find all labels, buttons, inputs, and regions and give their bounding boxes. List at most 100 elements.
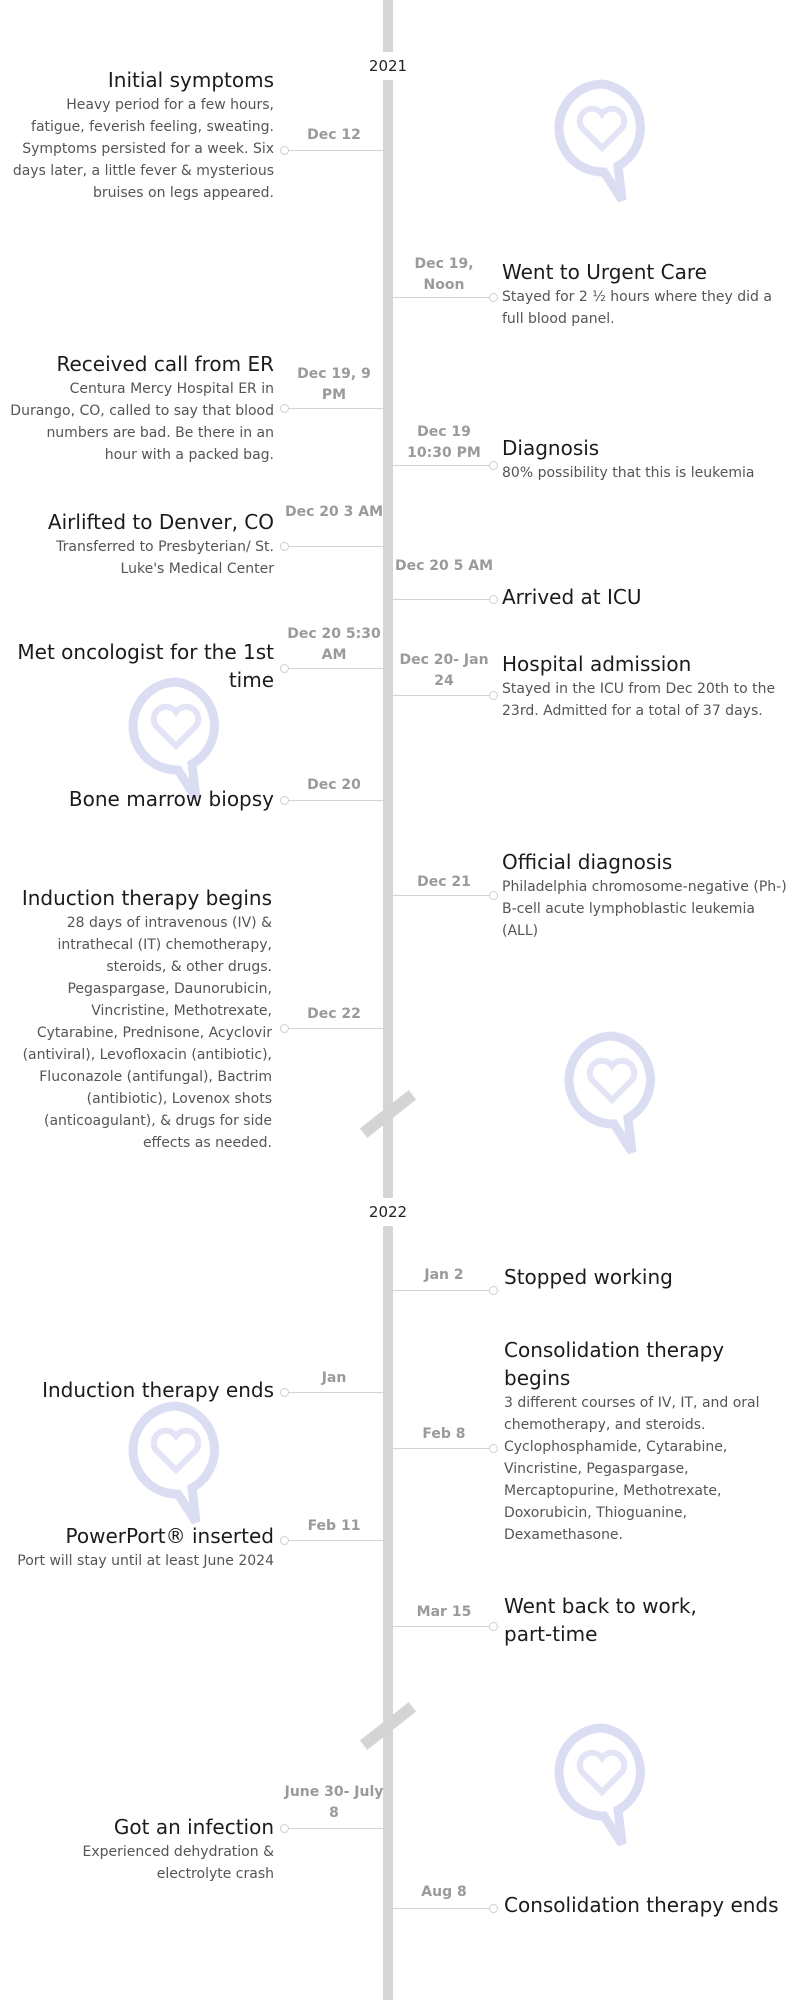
event-title: Induction therapy begins <box>21 886 272 910</box>
event-connector <box>393 1908 493 1909</box>
event-connector <box>284 150 384 151</box>
heart-speech-bubble-icon <box>554 79 645 203</box>
event-date: Mar 15 <box>416 1604 472 1620</box>
year-label-2021: 2021 <box>360 52 416 80</box>
event-dot <box>280 404 289 413</box>
event-title: Went to Urgent Care <box>502 260 707 284</box>
event-dot <box>489 891 498 900</box>
event-dot <box>489 1286 498 1295</box>
event-date: Feb 8 <box>422 1426 466 1442</box>
event-date: Dec 20 5 AM <box>394 558 494 574</box>
event-official-diagnosis: Official diagnosis Philadelphia chromoso… <box>502 848 792 942</box>
event-urgent-care: Went to Urgent Care Stayed for 2 ½ hours… <box>502 258 792 330</box>
event-title: Induction therapy ends <box>42 1378 274 1402</box>
event-dot <box>489 1904 498 1913</box>
heart-speech-bubble-icon <box>128 677 219 801</box>
event-diagnosis: Diagnosis 80% possibility that this is l… <box>502 434 792 484</box>
event-date: Dec 19 10:30 PM <box>407 424 481 461</box>
timeline-axis <box>383 0 393 2000</box>
event-dot <box>280 796 289 805</box>
event-connector <box>284 1540 384 1541</box>
event-date: Dec 20 3 AM <box>284 504 384 520</box>
event-connector <box>393 1290 493 1291</box>
event-connector <box>284 546 384 547</box>
event-connector <box>393 895 493 896</box>
event-description: Experienced dehydration & electrolyte cr… <box>82 1844 274 1882</box>
event-connector <box>393 1448 493 1449</box>
event-dot <box>280 1024 289 1033</box>
event-dot <box>489 1444 498 1453</box>
event-title: Diagnosis <box>502 436 600 460</box>
event-connector <box>284 668 384 669</box>
event-date: June 30- July 8 <box>284 1784 384 1821</box>
event-title: Airlifted to Denver, CO <box>47 510 274 534</box>
event-dot <box>280 1824 289 1833</box>
event-description: 28 days of intravenous (IV) & intratheca… <box>22 915 272 1151</box>
heart-speech-bubble-icon <box>554 1723 645 1847</box>
event-title: Arrived at ICU <box>502 585 642 609</box>
event-call-from-er: Received call from ER Centura Mercy Hosp… <box>10 350 274 466</box>
event-date: Dec 21 <box>417 874 471 890</box>
event-met-oncologist: Met oncologist for the 1st time <box>10 638 274 694</box>
event-induction-ends: Induction therapy ends <box>10 1376 274 1404</box>
event-connector <box>284 1828 384 1829</box>
event-title: PowerPort® inserted <box>65 1524 275 1548</box>
event-connector <box>393 465 493 466</box>
event-date: Dec 20 <box>307 777 361 793</box>
event-consolidation-ends: Consolidation therapy ends <box>504 1891 798 1919</box>
event-title: Official diagnosis <box>502 850 673 874</box>
event-description: 3 different courses of IV, IT, and oral … <box>504 1395 760 1543</box>
event-arrived-icu: Arrived at ICU <box>502 583 792 611</box>
event-dot <box>280 1536 289 1545</box>
event-connector <box>393 1626 493 1627</box>
event-description: Philadelphia chromosome-negative (Ph-) B… <box>502 879 787 939</box>
event-dot <box>280 146 289 155</box>
event-description: Heavy period for a few hours, fatigue, f… <box>12 97 274 201</box>
event-dot <box>280 1388 289 1397</box>
event-description: Stayed in the ICU from Dec 20th to the 2… <box>502 681 776 719</box>
event-airlifted: Airlifted to Denver, CO Transferred to P… <box>10 508 274 580</box>
event-initial-symptoms: Initial symptoms Heavy period for a few … <box>10 66 274 204</box>
heart-speech-bubble-icon <box>128 1401 219 1525</box>
event-title: Received call from ER <box>56 352 274 376</box>
event-title: Met oncologist for the 1st time <box>17 640 274 692</box>
event-date: Dec 20- Jan 24 <box>399 652 489 689</box>
event-stopped-working: Stopped working <box>504 1263 794 1291</box>
event-date: Jan <box>321 1370 347 1386</box>
event-connector <box>393 297 493 298</box>
event-dot <box>280 664 289 673</box>
event-date: Aug 8 <box>421 1884 467 1900</box>
event-title: Hospital admission <box>502 652 692 676</box>
event-date: Jan 2 <box>424 1267 464 1283</box>
event-title: Got an infection <box>113 1815 274 1839</box>
event-title: Consolidation therapy ends <box>504 1893 779 1917</box>
event-description: 80% possibility that this is leukemia <box>502 465 755 481</box>
event-connector <box>284 1028 384 1029</box>
event-dot <box>489 595 498 604</box>
event-connector <box>284 1392 384 1393</box>
event-date: Dec 19, Noon <box>414 256 474 293</box>
event-title: Consolidation therapy begins <box>504 1338 725 1390</box>
event-title: Bone marrow biopsy <box>68 787 274 811</box>
event-date: Dec 19, 9 PM <box>297 366 371 403</box>
event-powerport-inserted: PowerPort® inserted Port will stay until… <box>10 1522 274 1572</box>
event-title: Went back to work, part-time <box>504 1594 697 1646</box>
event-connector <box>284 408 384 409</box>
event-description: Centura Mercy Hospital ER in Durango, CO… <box>10 381 274 463</box>
event-dot <box>489 461 498 470</box>
event-date: Dec 20 5:30 AM <box>287 626 381 663</box>
heart-speech-bubble-icon <box>564 1031 655 1155</box>
event-hospital-admission: Hospital admission Stayed in the ICU fro… <box>502 650 792 722</box>
event-date: Dec 22 <box>307 1006 361 1022</box>
event-induction-begins: Induction therapy begins 28 days of intr… <box>8 884 272 1154</box>
event-consolidation-begins: Consolidation therapy begins 3 different… <box>504 1336 794 1546</box>
event-dot <box>489 293 498 302</box>
event-dot <box>489 1622 498 1631</box>
event-back-to-work: Went back to work, part-time <box>504 1592 724 1648</box>
event-title: Stopped working <box>504 1265 673 1289</box>
event-description: Transferred to Presbyterian/ St. Luke's … <box>56 539 274 577</box>
event-date: Dec 12 <box>307 127 361 143</box>
event-connector <box>284 800 384 801</box>
event-date: Feb 11 <box>307 1518 361 1534</box>
event-connector <box>393 695 493 696</box>
